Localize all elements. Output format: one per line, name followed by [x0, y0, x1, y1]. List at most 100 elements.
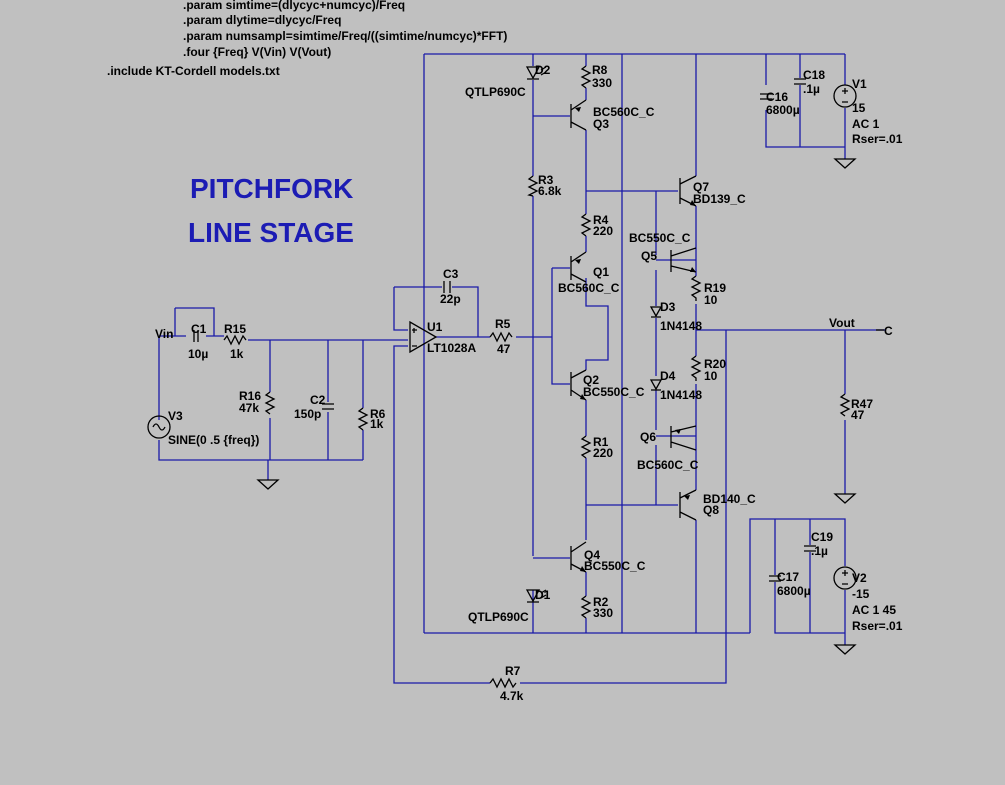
label-r2-value: 330	[593, 606, 613, 620]
transistor-q7-symbol[interactable]	[679, 175, 697, 207]
wire-col-586[interactable]	[585, 54, 609, 633]
label-c17-value: 6800µ	[777, 584, 811, 598]
directive-four[interactable]: .four {Freq} V(Vin) V(Vout)	[183, 45, 331, 59]
diode-d4-symbol[interactable]	[649, 379, 663, 391]
directive-dlytime[interactable]: .param dlytime=dlycyc/Freq	[183, 13, 341, 27]
components	[147, 65, 884, 689]
label-c16-value: 6800µ	[766, 103, 800, 117]
resistor-r8-symbol[interactable]	[580, 65, 592, 89]
label-q4-value: BC550C_C	[584, 559, 646, 573]
resistor-r5-symbol[interactable]	[489, 331, 513, 343]
title-line-2[interactable]: LINE STAGE	[188, 217, 354, 248]
capacitor-c17-symbol[interactable]	[769, 575, 781, 582]
label-q7-value: BD139_C	[693, 192, 746, 206]
transistor-q1-symbol[interactable]	[570, 251, 587, 283]
resistor-r20-symbol[interactable]	[690, 355, 702, 381]
transistor-q6-symbol[interactable]	[670, 425, 697, 451]
label-c3-value: 22p	[440, 292, 461, 306]
label-v1-name: V1	[852, 77, 867, 91]
capacitor-c1-symbol[interactable]	[193, 330, 199, 342]
resistor-r6-symbol[interactable]	[357, 407, 369, 431]
resistor-r2-symbol[interactable]	[580, 595, 592, 619]
wire-v1-block[interactable]	[765, 54, 846, 159]
label-q8-value: BD140_C	[703, 492, 756, 506]
label-r2-name: R2	[593, 595, 609, 609]
opamp-u1-symbol[interactable]	[409, 320, 438, 354]
resistor-r1-symbol[interactable]	[580, 435, 592, 459]
wire-input-signal[interactable]	[159, 335, 408, 341]
label-r6-value: 1k	[370, 417, 384, 431]
capacitor-c3-symbol[interactable]	[443, 281, 451, 293]
wire-c1-bypass[interactable]	[174, 307, 215, 336]
capacitor-c2-symbol[interactable]	[322, 403, 334, 410]
resistor-r19-symbol[interactable]	[690, 275, 702, 301]
label-d1-value: QTLP690C	[468, 610, 529, 624]
transistor-q2-symbol[interactable]	[570, 369, 587, 401]
title-line-1[interactable]: PITCHFORK	[190, 173, 353, 204]
directive-numsampl[interactable]: .param numsampl=simtime/Freq/((simtime/n…	[183, 29, 507, 43]
label-d4-value: 1N4148	[660, 388, 702, 402]
label-v2-ac: AC 1 45	[852, 603, 896, 617]
label-v2-rser: Rser=.01	[852, 619, 903, 633]
transistor-q4-symbol[interactable]	[570, 541, 587, 573]
label-q4-name: Q4	[584, 548, 600, 562]
wire-c3-left[interactable]	[393, 287, 408, 331]
label-q6-name: Q6	[640, 430, 656, 444]
label-q2-value: BC550C_C	[583, 385, 645, 399]
resistor-r16-symbol[interactable]	[264, 391, 276, 415]
label-v1-value: 15	[852, 101, 866, 115]
wire-v2-block[interactable]	[749, 518, 846, 645]
label-c18-value: .1µ	[803, 82, 820, 96]
label-c17-name: C17	[777, 570, 799, 584]
capacitor-c19-symbol[interactable]	[804, 545, 816, 552]
label-r16-value: 47k	[239, 401, 259, 415]
capacitor-c18-symbol[interactable]	[794, 78, 806, 85]
wire-c3[interactable]	[394, 286, 479, 337]
label-q7-name: Q7	[693, 180, 709, 194]
ground-output-icon	[833, 493, 857, 504]
label-r3-name: R3	[538, 173, 554, 187]
label-q8-name: Q8	[703, 503, 719, 517]
label-v1-ac: AC 1	[852, 117, 880, 131]
source-v1-symbol[interactable]	[833, 84, 857, 108]
label-d3-value: 1N4148	[660, 319, 702, 333]
directive-include[interactable]: .include KT-Cordell models.txt	[107, 64, 280, 78]
wire-q1-q2-bases[interactable]	[551, 267, 570, 385]
label-q3-value: BC560C_C	[593, 105, 655, 119]
source-v3-symbol[interactable]	[147, 415, 171, 439]
wire-q5-q6-collectors[interactable]	[656, 259, 696, 437]
wire-input-ground[interactable]	[158, 336, 363, 461]
label-u1-name: U1	[427, 320, 443, 334]
resistor-r3-symbol[interactable]	[527, 175, 539, 197]
label-vin-net: Vin	[155, 327, 173, 341]
resistor-r4-symbol[interactable]	[580, 213, 592, 237]
diode-d3-symbol[interactable]	[649, 306, 663, 318]
source-v2-symbol[interactable]	[833, 566, 857, 590]
resistor-r15-symbol[interactable]	[223, 334, 247, 346]
capacitor-c16-symbol[interactable]	[760, 93, 772, 100]
led-d1-symbol[interactable]	[525, 589, 547, 603]
label-r3-value: 6.8k	[538, 184, 562, 198]
label-r8-value: 330	[592, 76, 612, 90]
wire-feedback-r7[interactable]	[393, 330, 727, 684]
label-r4-name: R4	[593, 213, 609, 227]
resistor-r7-symbol[interactable]	[489, 677, 517, 689]
ground-v2-icon	[833, 644, 857, 655]
label-c19-name: C19	[811, 530, 833, 544]
led-d2-symbol[interactable]	[525, 66, 547, 80]
ground-v1-icon	[833, 158, 857, 169]
transistor-q5-symbol[interactable]	[670, 247, 697, 273]
label-r7-value: 4.7k	[500, 689, 524, 703]
label-v3-name: V3	[168, 409, 183, 423]
transistor-q8-symbol[interactable]	[679, 489, 697, 521]
label-d2-name: D2	[535, 63, 551, 77]
label-d2-value: QTLP690C	[465, 85, 526, 99]
wire-input-shunts[interactable]	[267, 340, 364, 480]
label-r6-name: R6	[370, 407, 386, 421]
label-r5-name: R5	[495, 317, 511, 331]
directive-simtime[interactable]: .param simtime=(dlycyc+numcyc)/Freq	[183, 0, 405, 12]
label-r19-name: R19	[704, 281, 726, 295]
resistor-r47-symbol[interactable]	[839, 393, 851, 417]
transistor-q3-symbol[interactable]	[570, 99, 587, 131]
